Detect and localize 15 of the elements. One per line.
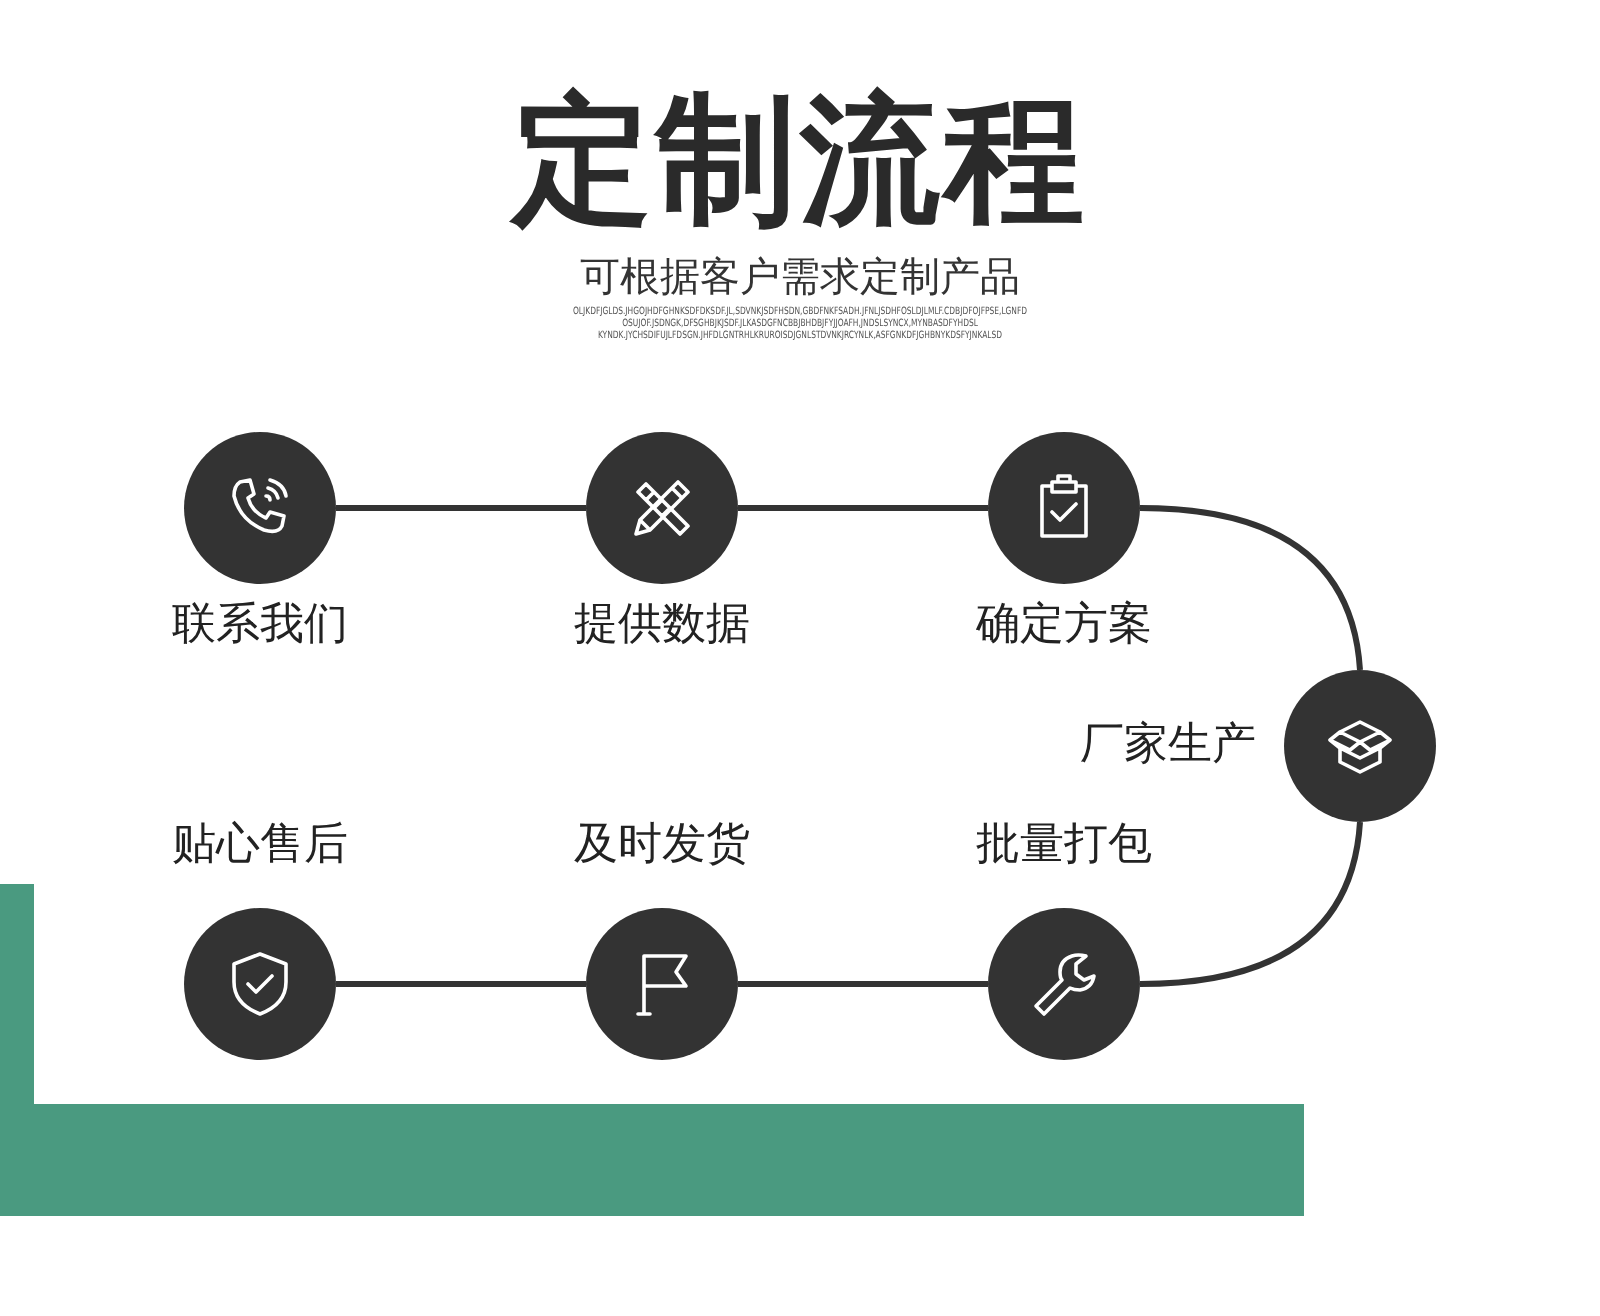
subtitle: 可根据客户需求定制产品 (578, 250, 1022, 302)
connector-line (1139, 505, 1363, 671)
title: 定制流程 (507, 76, 1090, 244)
step-label: 提供数据 (572, 600, 752, 652)
step-label: 批量打包 (974, 820, 1154, 872)
step-label: 贴心售后 (170, 820, 350, 872)
connector-line (738, 505, 988, 511)
step-label: 联系我们 (170, 600, 350, 652)
step-label: 厂家生产 (1078, 720, 1258, 772)
step-label: 及时发货 (572, 820, 752, 872)
connector-line (336, 981, 586, 987)
connector-line (738, 981, 988, 987)
connector-line (1139, 821, 1363, 987)
connector-line (336, 505, 586, 511)
step-label: 确定方案 (974, 600, 1154, 652)
